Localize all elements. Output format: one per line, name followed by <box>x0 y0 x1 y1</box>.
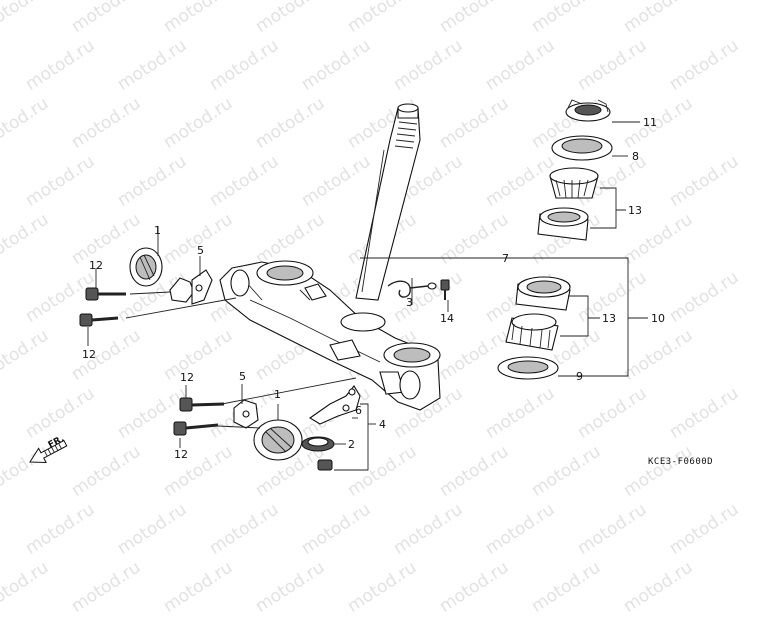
reflector-upper <box>129 247 163 287</box>
callout-12-a: 12 <box>89 259 103 272</box>
callout-13-mid: 13 <box>602 312 616 325</box>
callout-14: 14 <box>440 312 454 325</box>
callout-2: 2 <box>348 438 355 451</box>
callout-12-c: 12 <box>180 371 194 384</box>
callout-7: 7 <box>502 252 509 265</box>
grommet-2 <box>301 436 335 452</box>
callout-13-top: 13 <box>628 204 642 217</box>
callout-3: 3 <box>406 296 413 309</box>
callout-8: 8 <box>632 150 639 163</box>
bolt-upper-a <box>85 287 126 301</box>
callout-5-bottom: 5 <box>239 370 246 383</box>
callout-12-d: 12 <box>174 448 188 461</box>
bolt-lower-a <box>179 397 225 412</box>
leader-lines <box>87 121 648 471</box>
front-direction-arrow <box>29 439 68 464</box>
callout-5-top: 5 <box>197 244 204 257</box>
bolt-lower-b <box>173 421 219 436</box>
bracket-6 <box>308 385 361 425</box>
callout-9: 9 <box>576 370 583 383</box>
steering-stem-shaft <box>355 103 421 301</box>
hose-guide <box>387 280 437 298</box>
callout-12-b: 12 <box>82 348 96 361</box>
callout-11: 11 <box>643 116 657 129</box>
collar-4 <box>317 459 333 471</box>
callout-10: 10 <box>651 312 665 325</box>
bearing-lower-13 <box>505 313 559 351</box>
diagram-code: KCE3-F0600D <box>648 457 713 467</box>
callout-1-bottom: 1 <box>274 388 281 401</box>
callout-6: 6 <box>355 404 362 417</box>
diagram-svg: FR. 1 5 12 12 3 14 7 11 8 13 13 10 9 5 1… <box>29 99 713 471</box>
dust-seal-9 <box>497 356 559 380</box>
stem-nut-11 <box>565 99 611 122</box>
race-upper-13 <box>537 207 589 241</box>
bottom-bridge <box>219 260 441 411</box>
bolt-14 <box>440 279 450 300</box>
reflector-lower <box>253 419 303 461</box>
bracket-lower <box>233 399 259 429</box>
bearing-upper-13 <box>549 167 599 199</box>
callout-1-top: 1 <box>154 224 161 237</box>
callout-4: 4 <box>379 418 386 431</box>
race-lower-13 <box>515 276 571 311</box>
bolt-upper-b <box>79 313 119 327</box>
bracket-upper <box>169 269 213 305</box>
dust-seal-8 <box>551 135 613 161</box>
